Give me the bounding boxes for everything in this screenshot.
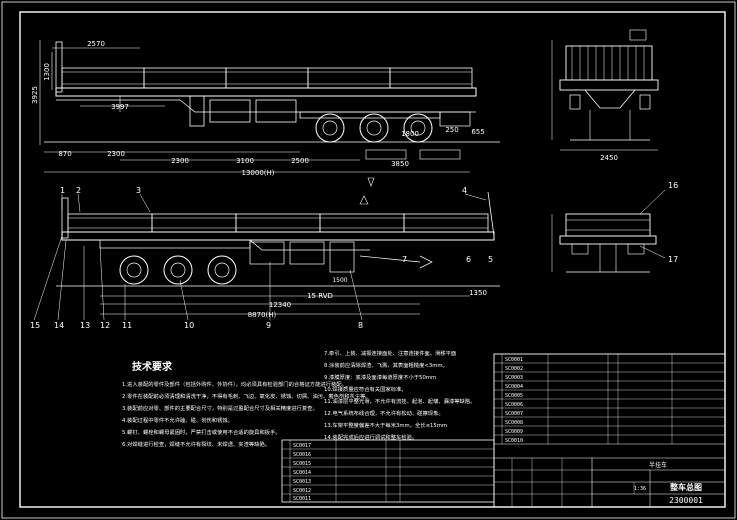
dim-side-inner: 3997 bbox=[111, 103, 129, 111]
bom-right-row-6: SC0006 bbox=[505, 402, 523, 408]
tech-left-2: 2.零件在装配前必须清理和清洗干净，不得有毛刺、飞边、氧化皮、锈蚀、切屑、油污、… bbox=[122, 392, 371, 400]
bom-left-row-15: SC0015 bbox=[293, 461, 311, 467]
callout-10: 10 bbox=[184, 321, 194, 330]
tech-title: 技术要求 bbox=[132, 360, 173, 373]
dim-side-row1-a: 870 bbox=[58, 150, 71, 158]
callout-8: 8 bbox=[358, 321, 363, 330]
dim-side-overall: 13000(H) bbox=[242, 169, 275, 177]
dim-side-left-height: 3925 bbox=[31, 86, 39, 104]
bom-left-row-12: SC0012 bbox=[293, 488, 311, 494]
tech-left-1: 1.进入装配的零件及部件（包括外购件、外协件），均必须具有检验部门的合格证方能进… bbox=[122, 380, 347, 388]
dim-side-top-length: 2570 bbox=[87, 40, 105, 48]
bom-right-row-9: SC0009 bbox=[505, 429, 523, 435]
dim-side-right-a: 3850 bbox=[391, 160, 409, 168]
dim-side-top-height: 1300 bbox=[43, 63, 51, 81]
bom-right-row-7: SC0007 bbox=[505, 411, 523, 417]
tech-left-3: 3.装配前应对零、部件的主要配合尺寸，特别是过盈配合尺寸及相关精度进行复查。 bbox=[122, 404, 318, 412]
bom-table-right: SC0001 SC0002 SC0003 SC0004 SC0005 SC000… bbox=[493, 353, 726, 508]
callout-16: 16 bbox=[668, 181, 678, 190]
callout-11: 11 bbox=[122, 321, 132, 330]
inner-border bbox=[19, 11, 726, 508]
dim-plan-small: 1500 bbox=[332, 277, 347, 284]
title-drawing-no: 2300001 bbox=[669, 496, 703, 505]
dim-side-row2-b: 3100 bbox=[236, 157, 254, 165]
bom-left-row-13: SC0013 bbox=[293, 479, 311, 485]
tech-right-9: 9.漆膜厚度：底漆及面漆每道厚度不小于50mm bbox=[324, 373, 436, 381]
bom-right-row-10: SC0010 bbox=[505, 438, 523, 444]
tech-left-5: 5.螺钉、螺栓和螺母紧固时，严禁打击或使用不合适的旋具和扳手。 bbox=[122, 428, 281, 436]
title-name: 整车总图 bbox=[669, 482, 702, 492]
dim-plan-mid: 15 RVD bbox=[307, 292, 333, 300]
tech-left-4: 4.装配过程中零件不允许磕、碰、划伤和锈蚀。 bbox=[122, 416, 233, 424]
dim-side-row1-b: 2300 bbox=[107, 150, 125, 158]
bom-left-row-16: SC0016 bbox=[293, 452, 311, 458]
bom-left-row-14: SC0014 bbox=[293, 470, 311, 476]
callout-13: 13 bbox=[80, 321, 90, 330]
callout-6: 6 bbox=[466, 255, 471, 264]
callout-2: 2 bbox=[76, 186, 81, 195]
bom-right-row-8: SC0008 bbox=[505, 420, 523, 426]
bom-right-row-3: SC0003 bbox=[505, 375, 523, 381]
tech-left-6: 6.对焊缝进行检查，焊缝不允许有裂纹、未焊透、夹渣等缺陷。 bbox=[122, 440, 270, 448]
rear-view bbox=[551, 213, 657, 273]
callout-7: 7 bbox=[402, 255, 407, 264]
side-view: 2570 3925 1300 bbox=[31, 40, 500, 187]
bom-right-row-2: SC0002 bbox=[505, 366, 523, 372]
tech-right-11: 11.油漆层平整光滑，不允许有流挂、起泡、起皱、漏漆等缺陷。 bbox=[324, 397, 475, 405]
tech-right-12: 12.电气系统布线合理，不允许有松动、碰擦现象。 bbox=[324, 409, 444, 417]
dim-plan-total-c: 1350 bbox=[469, 289, 487, 297]
bom-table-left: SC0017 SC0016 SC0015 SC0014 SC0013 SC001… bbox=[281, 439, 495, 503]
bom-left-row-11: SC0011 bbox=[293, 496, 311, 502]
bom-right-row-5: SC0005 bbox=[505, 393, 523, 399]
tech-right-14: 14.装配完成后应进行调试和整车检验。 bbox=[324, 433, 417, 441]
callout-5: 5 bbox=[488, 255, 493, 264]
technical-requirements: 技术要求 1.进入装配的零件及部件（包括外购件、外协件），均必须具有检验部门的合… bbox=[122, 349, 475, 448]
callout-3: 3 bbox=[136, 186, 141, 195]
dim-side-right-c: 250 bbox=[445, 126, 458, 134]
front-view: 2450 bbox=[551, 29, 659, 162]
tech-right-13: 13.车架平整度偏差不大于每米3mm，全长≤15mm bbox=[324, 421, 447, 429]
callout-1: 1 bbox=[60, 186, 65, 195]
title-unit: 半挂车 bbox=[649, 461, 667, 469]
title-block: 半挂车 整车总图 1:36 2300001 bbox=[494, 457, 725, 507]
dim-plan-total-b: 12340 bbox=[269, 301, 291, 309]
dim-side-row2-c: 2500 bbox=[291, 157, 309, 165]
dim-plan-total-a: 8870(H) bbox=[248, 311, 277, 319]
title-scale: 1:36 bbox=[634, 486, 646, 492]
bom-right-row-4: SC0004 bbox=[505, 384, 523, 390]
callouts: 1 2 3 4 5 6 7 8 9 10 11 12 13 14 15 16 1… bbox=[30, 181, 678, 330]
tech-right-8: 8.涂装前应清除焊渣、飞溅，其表面粗糙度<3mm。 bbox=[324, 361, 448, 369]
callout-17: 17 bbox=[668, 255, 678, 264]
dim-side-right-b: 1800 bbox=[401, 130, 419, 138]
side-view-lower: 15 RVD 12340 8870(H) 1350 1500 bbox=[56, 191, 500, 319]
tech-right-7: 7.牵引、上装、减振连接面处、注意连接件面、滑移平面 bbox=[324, 349, 456, 357]
callout-15: 15 bbox=[30, 321, 40, 330]
callout-12: 12 bbox=[100, 321, 110, 330]
callout-9: 9 bbox=[266, 321, 271, 330]
dim-front-width: 2450 bbox=[600, 154, 618, 162]
callout-14: 14 bbox=[54, 321, 64, 330]
tech-right-10: 10.焊接质量应符合有关国家标准。 bbox=[324, 385, 407, 393]
dim-side-right-d: 655 bbox=[471, 128, 484, 136]
bom-right-row-1: SC0001 bbox=[505, 357, 523, 363]
callout-4: 4 bbox=[462, 186, 467, 195]
bom-left-row-17: SC0017 bbox=[293, 443, 311, 449]
dim-side-row2-a: 2300 bbox=[171, 157, 189, 165]
